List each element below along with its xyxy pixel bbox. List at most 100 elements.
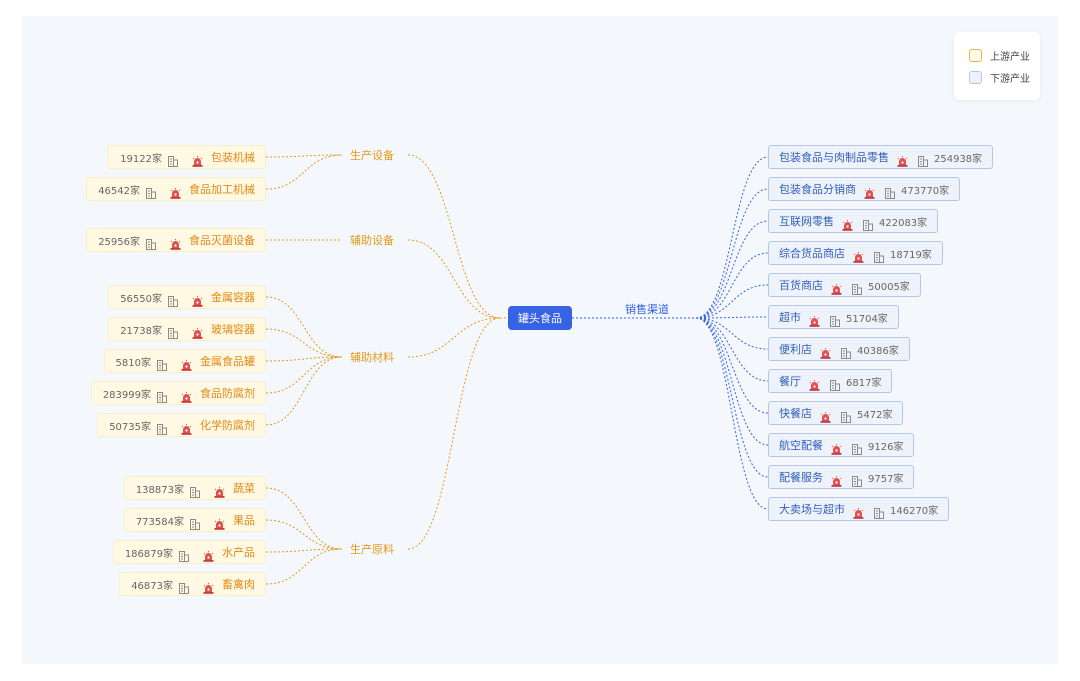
building-icon[interactable] <box>841 344 851 359</box>
node-label: 互联网零售 <box>779 215 834 228</box>
company-count: 40386家 <box>857 345 899 357</box>
building-icon[interactable] <box>852 280 862 295</box>
alarm-icon[interactable] <box>864 184 875 199</box>
company-count: 186879家 <box>124 548 173 560</box>
company-count: 9757家 <box>868 473 904 485</box>
node-label: 食品防腐剂 <box>200 387 255 400</box>
legend-downstream-label: 下游产业 <box>990 74 1030 85</box>
alarm-icon[interactable] <box>214 515 225 530</box>
downstream-node[interactable]: 快餐店 5472家 <box>768 401 904 425</box>
building-icon[interactable] <box>157 356 167 371</box>
upstream-node[interactable]: 773584家果品 <box>123 508 266 532</box>
building-icon[interactable] <box>830 376 840 391</box>
legend-upstream: 上游产业 <box>969 48 1030 63</box>
building-icon[interactable] <box>157 388 167 403</box>
upstream-node[interactable]: 21738家玻璃容器 <box>108 317 266 341</box>
company-count: 9126家 <box>868 441 904 453</box>
alarm-icon[interactable] <box>831 472 842 487</box>
company-count: 50005家 <box>868 281 910 293</box>
alarm-icon[interactable] <box>820 344 831 359</box>
alarm-icon[interactable] <box>842 216 853 231</box>
alarm-icon[interactable] <box>192 152 203 167</box>
building-icon[interactable] <box>168 152 178 167</box>
upstream-node[interactable]: 138873家 蔬菜 <box>123 476 266 500</box>
upstream-branch-2[interactable]: 辅助设备 <box>350 234 394 247</box>
alarm-icon[interactable] <box>853 504 864 519</box>
company-count: 146270家 <box>890 505 939 517</box>
legend-upstream-label: 上游产业 <box>990 52 1030 63</box>
building-icon[interactable] <box>885 184 895 199</box>
node-label: 超市 <box>779 311 801 324</box>
upstream-node[interactable]: 25956家食品灭菌设备 <box>86 228 266 252</box>
alarm-icon[interactable] <box>853 248 864 263</box>
alarm-icon[interactable] <box>203 547 214 562</box>
building-icon[interactable] <box>190 483 200 498</box>
alarm-icon[interactable] <box>192 292 203 307</box>
building-icon[interactable] <box>179 579 189 594</box>
upstream-node[interactable]: 46873家畜禽肉 <box>119 572 266 596</box>
upstream-node[interactable]: 19122家包装机械 <box>108 145 266 169</box>
upstream-branch-1[interactable]: 生产设备 <box>350 149 394 162</box>
building-icon[interactable] <box>874 248 884 263</box>
upstream-node[interactable]: 5810家金属食品罐 <box>103 349 266 373</box>
alarm-icon[interactable] <box>170 235 181 250</box>
upstream-node[interactable]: 50735家化学防腐剂 <box>97 413 266 437</box>
building-icon[interactable] <box>157 420 167 435</box>
upstream-node[interactable]: 186879家水产品 <box>112 540 266 564</box>
building-icon[interactable] <box>179 547 189 562</box>
upstream-branch-4[interactable]: 生产原料 <box>350 543 394 556</box>
building-icon[interactable] <box>190 515 200 530</box>
building-icon[interactable] <box>168 292 178 307</box>
alarm-icon[interactable] <box>820 408 831 423</box>
building-icon[interactable] <box>146 184 156 199</box>
downstream-node[interactable]: 百货商店 50005家 <box>768 273 921 297</box>
building-icon[interactable] <box>852 440 862 455</box>
building-icon[interactable] <box>918 152 928 167</box>
alarm-icon[interactable] <box>181 356 192 371</box>
alarm-icon[interactable] <box>214 483 225 498</box>
company-count: 21738家 <box>120 325 162 337</box>
alarm-icon[interactable] <box>181 388 192 403</box>
node-label: 百货商店 <box>779 279 823 292</box>
alarm-icon[interactable] <box>170 184 181 199</box>
upstream-node[interactable]: 56550家金属容器 <box>108 285 266 309</box>
node-label: 包装机械 <box>211 151 255 164</box>
node-label: 畜禽肉 <box>222 578 255 591</box>
building-icon[interactable] <box>874 504 884 519</box>
building-icon[interactable] <box>863 216 873 231</box>
upstream-node[interactable]: 283999家食品防腐剂 <box>90 381 266 405</box>
alarm-icon[interactable] <box>897 152 908 167</box>
building-icon[interactable] <box>168 324 178 339</box>
alarm-icon[interactable] <box>831 280 842 295</box>
building-icon[interactable] <box>852 472 862 487</box>
node-label: 快餐店 <box>779 407 812 420</box>
downstream-branch-1[interactable]: 销售渠道 <box>625 303 669 316</box>
node-label: 综合货品商店 <box>779 247 845 260</box>
alarm-icon[interactable] <box>192 324 203 339</box>
alarm-icon[interactable] <box>809 312 820 327</box>
node-label: 蔬菜 <box>233 482 255 495</box>
building-icon[interactable] <box>146 235 156 250</box>
alarm-icon[interactable] <box>831 440 842 455</box>
building-icon[interactable] <box>841 408 851 423</box>
alarm-icon[interactable] <box>203 579 214 594</box>
building-icon[interactable] <box>830 312 840 327</box>
upstream-branch-3[interactable]: 辅助材料 <box>350 351 394 364</box>
legend-downstream: 下游产业 <box>969 70 1030 85</box>
upstream-node[interactable]: 46542家食品加工机械 <box>86 177 266 201</box>
root-node[interactable]: 罐头食品 <box>508 306 572 330</box>
alarm-icon[interactable] <box>809 376 820 391</box>
alarm-icon[interactable] <box>181 420 192 435</box>
company-count: 138873家 <box>135 484 184 496</box>
company-count: 5472家 <box>857 409 893 421</box>
